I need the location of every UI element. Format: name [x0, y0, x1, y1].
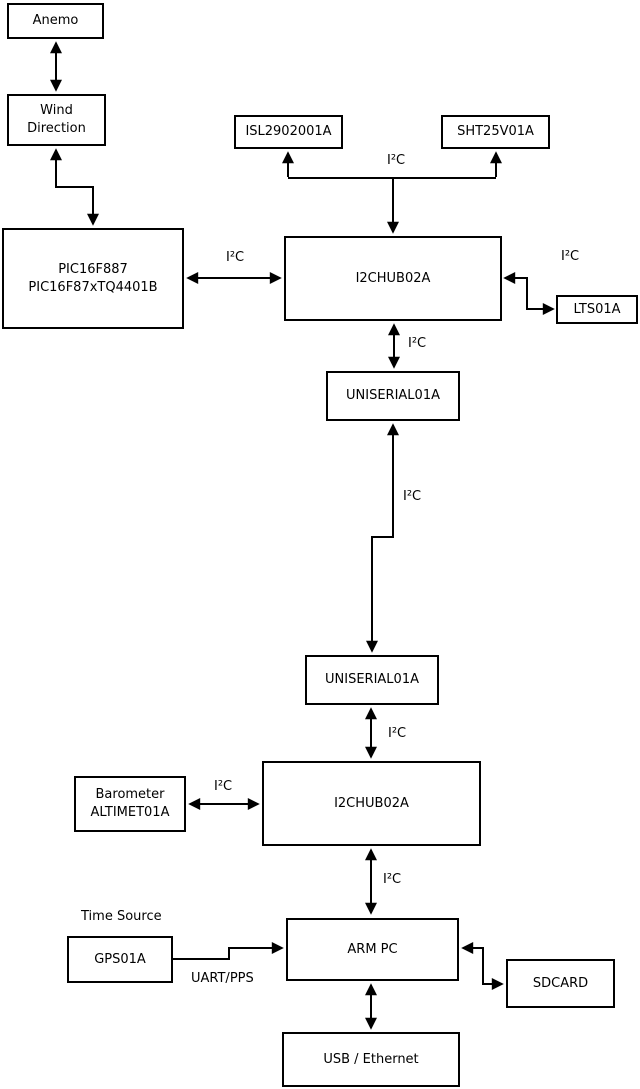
node-pic-microcontroller: PIC16F887 PIC16F87xTQ4401B: [2, 228, 184, 329]
label-i2c-lts: I²C: [561, 249, 580, 264]
connector-hub-top-lts: [503, 272, 555, 315]
node-sht25v01a: SHT25V01A: [441, 115, 550, 149]
label-i2c-pic-hub: I²C: [226, 250, 245, 265]
label-i2c-uniserial-hub: I²C: [388, 726, 407, 741]
label-i2c-barometer: I²C: [214, 779, 233, 794]
label-i2c-sensors: I²C: [387, 153, 406, 168]
node-uniserial-bottom: UNISERIAL01A: [305, 655, 439, 705]
node-isl2902001a: ISL2902001A: [234, 115, 343, 149]
node-barometer: Barometer ALTIMET01A: [74, 776, 186, 832]
connector-wind-pic: [50, 148, 99, 226]
node-usb-ethernet: USB / Ethernet: [282, 1032, 460, 1087]
node-lts01a: LTS01A: [556, 295, 638, 324]
node-sdcard: SDCARD: [506, 959, 615, 1008]
label-i2c-backbone: I²C: [403, 489, 422, 504]
label-uart-pps: UART/PPS: [191, 971, 254, 986]
label-i2c-hub-arm: I²C: [383, 872, 402, 887]
node-uniserial-top: UNISERIAL01A: [326, 371, 460, 421]
node-i2chub-top: I2CHUB02A: [284, 236, 502, 321]
label-time-source: Time Source: [81, 909, 162, 924]
connector-gps-armpc: [173, 942, 284, 960]
node-anemo: Anemo: [7, 3, 104, 39]
connector-armpc-sdcard: [461, 942, 504, 990]
node-arm-pc: ARM PC: [286, 918, 459, 981]
node-gps01a: GPS01A: [67, 936, 173, 983]
node-i2chub-bottom: I2CHUB02A: [262, 761, 481, 846]
node-wind-direction: Wind Direction: [7, 94, 106, 146]
label-i2c-hub-uniserial: I²C: [408, 336, 427, 351]
connector-uniserial-backbone: [366, 423, 399, 653]
